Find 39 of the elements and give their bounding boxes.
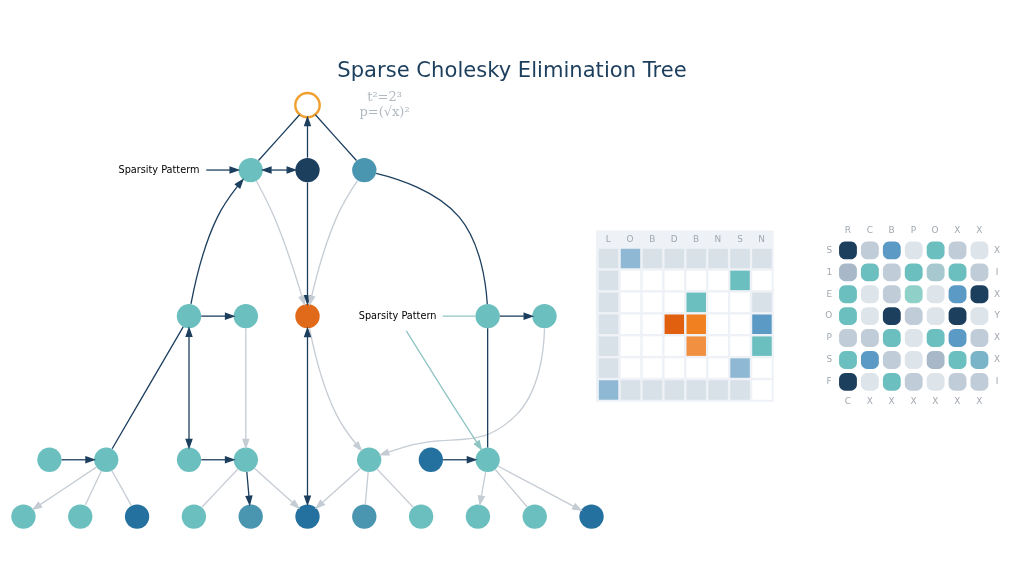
label: X	[976, 224, 983, 235]
label: 1	[826, 266, 833, 277]
label: X	[910, 395, 917, 406]
label: X	[994, 244, 1001, 255]
label: O	[931, 224, 939, 235]
node-text: Sparsity Patterm	[118, 163, 200, 175]
label: X	[994, 287, 1001, 298]
label: C	[866, 224, 873, 235]
label: X	[866, 395, 873, 406]
label: S	[737, 233, 743, 244]
label: p=(√x)²	[359, 103, 410, 119]
label: X	[954, 224, 961, 235]
label: N	[714, 233, 722, 244]
label: D	[670, 233, 678, 244]
label: B	[649, 233, 656, 244]
label: t²=2³	[367, 88, 402, 104]
label: S	[826, 244, 833, 255]
label: Y	[994, 309, 1000, 320]
label: E	[826, 287, 833, 298]
label: P	[910, 224, 917, 235]
label: X	[954, 395, 961, 406]
diagram-title: Sparse Cholesky Elimination Tree	[337, 56, 687, 82]
label: R	[844, 224, 851, 235]
label: F	[826, 375, 832, 386]
label: O	[825, 309, 833, 320]
label: O	[626, 233, 634, 244]
label: C	[844, 395, 851, 406]
label: X	[888, 395, 895, 406]
label: B	[692, 233, 700, 244]
label: S	[826, 353, 833, 364]
label: X	[994, 331, 1001, 342]
label: X	[994, 353, 1001, 364]
label: P	[826, 331, 832, 342]
label: X	[932, 395, 939, 406]
label: X	[976, 395, 983, 406]
label: N	[758, 233, 765, 244]
label: B	[888, 224, 895, 235]
node-text: Sparsity Pattern	[358, 309, 437, 321]
label: L	[605, 233, 611, 244]
